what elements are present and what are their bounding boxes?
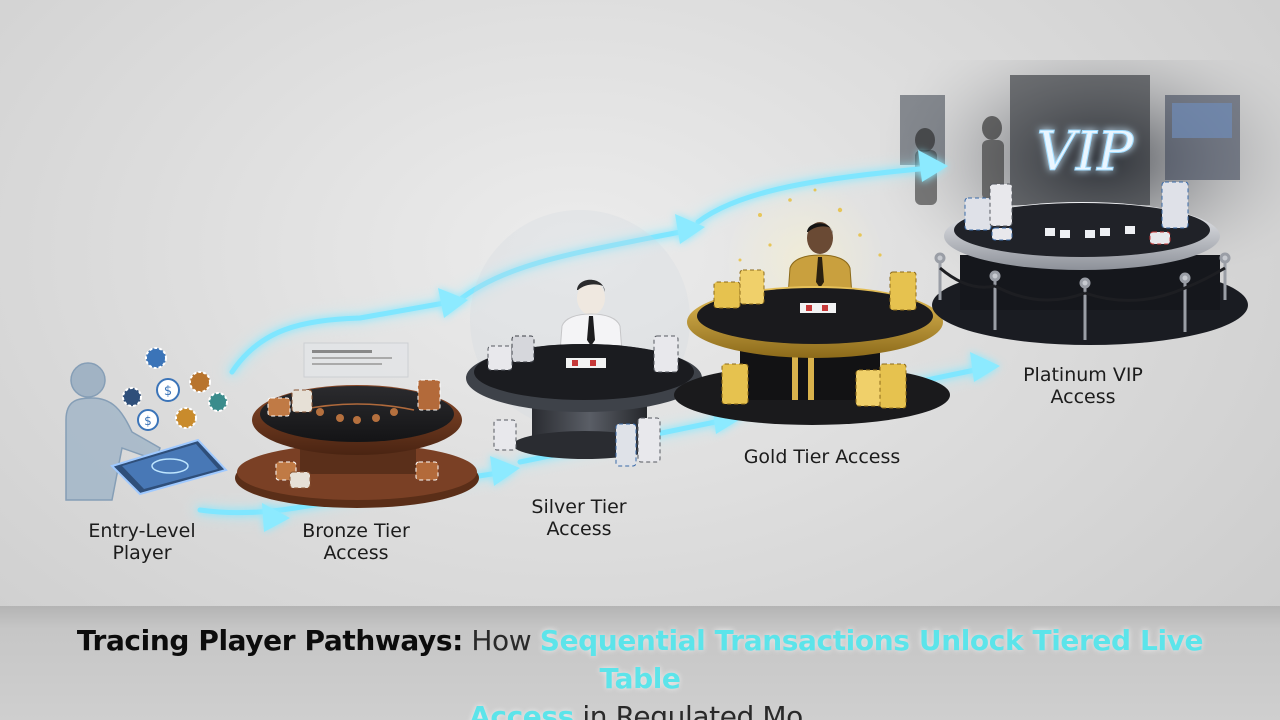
tablet-icon [110, 438, 228, 496]
caption-bar [0, 606, 1280, 720]
platinum-table: VIP [932, 120, 1248, 345]
label-silver-tier-access: Silver Tier Access [531, 496, 627, 540]
bronze-chip-stacks [267, 379, 441, 489]
caption-part-regulated: in Regulated Mo. [573, 700, 811, 720]
label-gold-tier-access: Gold Tier Access [743, 446, 901, 468]
arrow-entry-to-bronze-upper [229, 299, 453, 375]
label-entry-level-player: Entry-Level Player [88, 520, 196, 564]
svg-text:$: $ [164, 384, 172, 399]
caption-part-highlight: Sequential Transactions Unlock Tiered Li… [539, 624, 1204, 695]
arrowhead-5 [490, 456, 520, 486]
arrow-bronze-to-silver-upper [459, 227, 693, 301]
silver-dealer [559, 279, 623, 353]
entry-player-figure: $ $ [65, 347, 228, 501]
label-bronze-tier-access: Bronze Tier Access [302, 520, 410, 564]
bronze-table [235, 342, 479, 508]
arrowhead-2 [675, 214, 705, 244]
arrowhead-1 [438, 288, 468, 318]
label-platinum-vip-access: Platinum VIP Access [1023, 364, 1143, 408]
silver-table [466, 210, 702, 467]
caption-part-bold: Tracing Player Pathways: [76, 624, 463, 657]
tier-progression-scene: $ $ [65, 60, 1280, 532]
silver-chip-stacks [487, 335, 679, 467]
arrowhead-4 [262, 503, 290, 532]
gold-chip-stacks [713, 269, 917, 409]
caption-part-how: How [462, 624, 540, 657]
vip-lounge-background [880, 60, 1280, 310]
vip-neon-sign: VIP [1037, 120, 1135, 183]
caption-title: Tracing Player Pathways: How Sequential … [40, 622, 1240, 720]
gold-dealer [787, 222, 853, 297]
caption-part-access: Access [469, 700, 574, 720]
svg-text:$: $ [144, 414, 152, 428]
floating-coin-icons: $ $ [122, 347, 228, 431]
arrowhead-3 [918, 150, 948, 182]
arrowhead-7 [970, 352, 1000, 382]
platinum-chip-stacks [964, 181, 1189, 245]
gold-table [674, 180, 950, 425]
